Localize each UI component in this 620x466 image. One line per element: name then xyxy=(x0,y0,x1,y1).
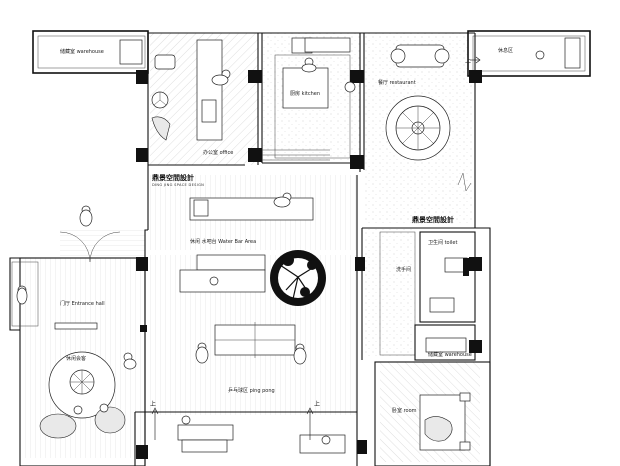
stair-up-label-2: 上 xyxy=(314,400,320,408)
stair-labels: 上 上 上 xyxy=(150,57,471,408)
brand-subtitle: DING JING SPACE DESIGN xyxy=(152,183,204,187)
tree-icon xyxy=(270,250,326,306)
stair-up-label-1: 上 xyxy=(150,400,156,408)
label-toilet: 卫生间 toilet xyxy=(428,239,457,246)
label-washroom: 洗手间 xyxy=(396,266,411,273)
people-figures xyxy=(16,57,331,445)
label-ping-pong: 乒乓球区 ping pong xyxy=(228,387,275,394)
room-labels: 储藏室 warehouse 办公室 office 厨房 kitchen 餐厅 r… xyxy=(60,47,513,414)
stair-arrows xyxy=(151,56,481,440)
label-storage-bottom: 储藏室 warehouse xyxy=(428,351,472,358)
label-office: 办公室 office xyxy=(203,149,233,156)
brand-marks: 鼎景空間設計 DING JING SPACE DESIGN 鼎景空間設計 xyxy=(152,173,454,224)
columns xyxy=(136,70,482,459)
stair-up-label-3: 上 xyxy=(465,57,471,65)
label-storage-top: 储藏室 warehouse xyxy=(60,48,104,55)
label-restaurant: 餐厅 restaurant xyxy=(378,79,416,86)
label-rest-area: 休息区 xyxy=(498,47,513,54)
label-entrance: 门厅 Entrance hall xyxy=(60,300,105,307)
label-lounge: 休闲会客 xyxy=(66,355,86,362)
furniture xyxy=(39,37,581,454)
brand-name-right: 鼎景空間設計 xyxy=(412,215,454,224)
brand-name: 鼎景空間設計 xyxy=(152,173,194,182)
label-bar: 休闲 水吧台 Water Bar Area xyxy=(190,238,256,245)
label-kitchen: 厨房 kitchen xyxy=(290,90,320,97)
bar-counter xyxy=(189,197,314,221)
office-desk xyxy=(196,39,223,141)
label-bedroom: 卧室 room xyxy=(392,407,417,414)
